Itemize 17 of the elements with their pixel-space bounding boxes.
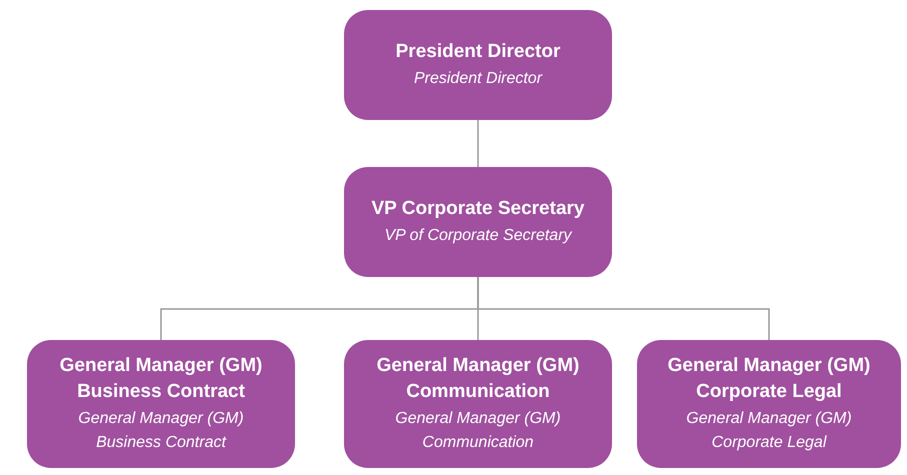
role-title: President Director: [396, 40, 560, 64]
role-subtitle: General Manager (GM) Communication: [394, 409, 562, 453]
role-box: [637, 340, 901, 468]
role-box: [27, 340, 295, 468]
role-title: General Manager (GM) Communication: [376, 354, 580, 404]
role-box: [344, 167, 612, 277]
role-box: [344, 10, 612, 120]
role-title: General Manager (GM) Corporate Legal: [666, 354, 872, 404]
role-subtitle: VP of Corporate Secretary: [384, 226, 572, 246]
connector-line: [477, 120, 479, 167]
role-subtitle: President Director: [414, 69, 542, 89]
role-box: [344, 340, 612, 468]
role-title: VP Corporate Secretary: [372, 197, 584, 221]
role-title: General Manager (GM) Business Contract: [58, 354, 264, 404]
role-subtitle: General Manager (GM) Corporate Legal: [685, 409, 853, 453]
connector-line: [477, 277, 770, 340]
role-subtitle: General Manager (GM) Business Contract: [77, 409, 245, 453]
